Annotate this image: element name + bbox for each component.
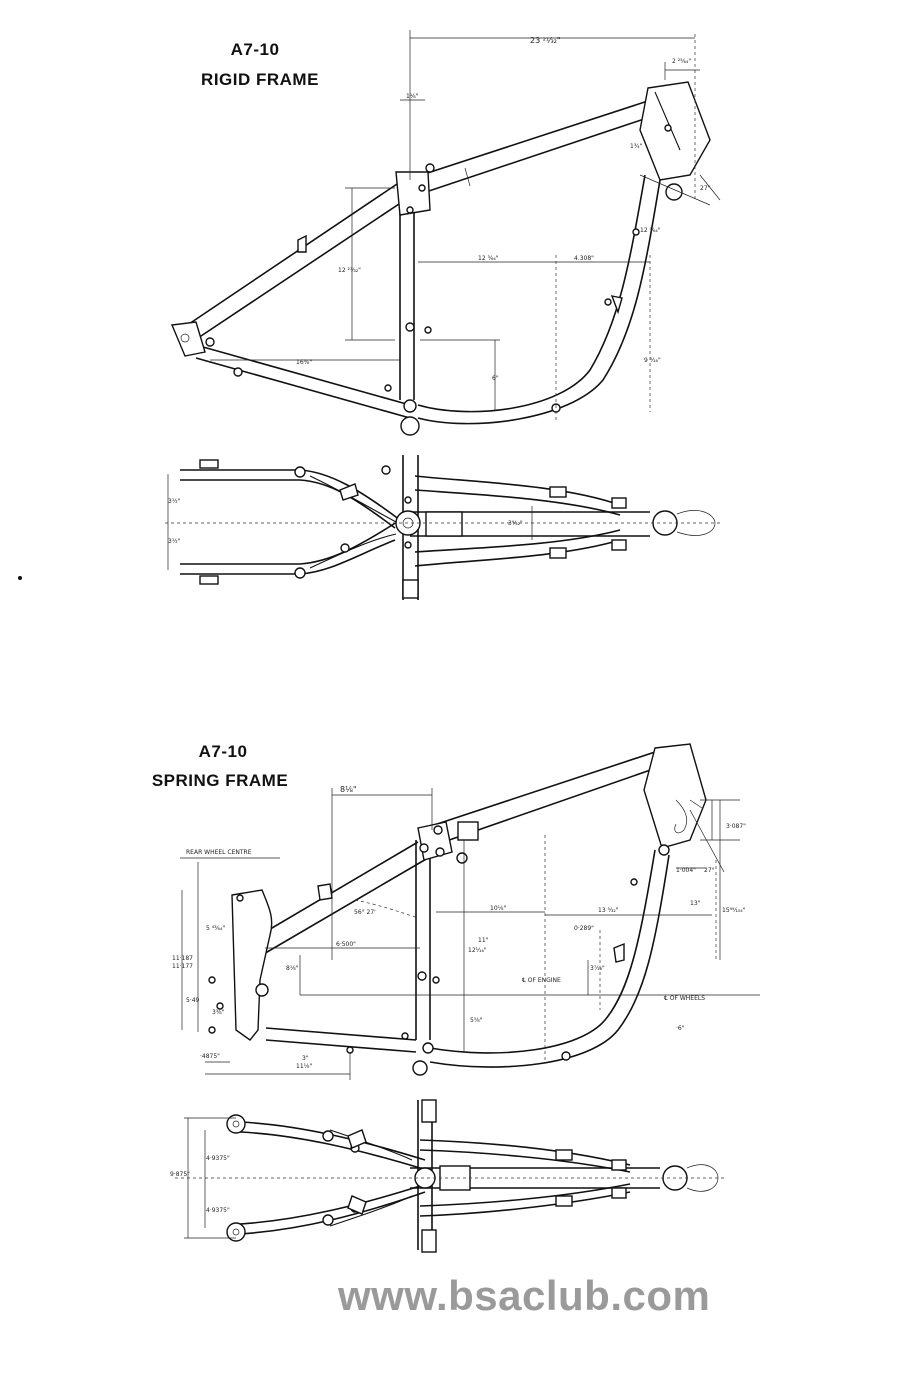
dim-rear-small: 5 ⁴³⁄₆₄" [206, 925, 225, 932]
spring-frame-title: SPRING FRAME [151, 771, 289, 790]
spring-bottom-bracket [412, 1060, 428, 1076]
dim-rear-offset: ·4875" [200, 1053, 220, 1060]
dim-rear-height-a: 11·187 [172, 955, 193, 962]
dim-front-low: ·6" [676, 1025, 685, 1032]
dim-seat-angle: 56° 27' [354, 909, 376, 916]
spring-plan-rear-end-lower [226, 1222, 246, 1242]
dim-top-length: 23 ²¹⁄₃₂" [530, 36, 561, 45]
dim-head-b: 1·004" [676, 867, 696, 874]
dim-bottom-small: 3" [302, 1055, 309, 1062]
dim-front-vertical: 9 ⁵⁄₁₆" [644, 357, 661, 364]
dim-top-horizontal: 10⅛" [490, 905, 506, 912]
dim-head-height: 15⁹⁹⁄₁₀₄" [722, 907, 746, 914]
dim-top-offset: 8⅛" [340, 785, 357, 794]
dim-plan-upper: 4·9375" [206, 1155, 230, 1162]
dim-rear-low: 5·49 [186, 997, 200, 1004]
dim-seat-vertical: 12 ²³⁄₃₂" [338, 267, 361, 274]
dim-engine-centre: ℄ OF ENGINE [522, 977, 561, 984]
dim-plan-total: 9·875" [170, 1171, 190, 1178]
dim-mid-a: 6·500" [336, 941, 356, 948]
dim-head-label: 13" [690, 900, 701, 907]
dim-front-a: 13 ⁵⁄₃₂" [598, 907, 619, 914]
dim-front-b: 0·289" [574, 925, 594, 932]
dim-rear-wheel-centre: REAR WHEEL CENTRE [186, 849, 252, 856]
dim-rear-small-b: 3³⁄₈" [212, 1009, 225, 1016]
dim-front-horizontal: 4.308" [574, 255, 594, 262]
watermark-url: www.bsaclub.com [338, 1272, 711, 1319]
dim-front-c: 3⁷⁄₁₆" [590, 965, 605, 972]
dim-wheels-centre: ℄ OF WHEELS [664, 995, 705, 1002]
dim-plan-width-lower: 3½" [168, 538, 181, 545]
dim-plan-lower: 4·9375" [206, 1207, 230, 1214]
dim-bottom-length: 11⅛" [296, 1063, 312, 1070]
dim-head-lug: 1³⁄₄" [630, 143, 643, 150]
dim-plan-width-upper: 3½" [168, 498, 181, 505]
rigid-frame-model-title: A7-10 [230, 40, 280, 59]
dim-rear-horizontal: 16³⁄₈" [296, 359, 312, 366]
stray-mark [18, 576, 22, 580]
dim-head-a: 3·087" [726, 823, 746, 830]
dim-seat-height-label: 11" [478, 937, 489, 944]
dim-plan-tube: 3⁹⁄₃₂" [508, 520, 523, 527]
dim-head-offset: 2 ²⁵⁄₆₄" [672, 58, 691, 65]
dim-mid-horizontal: 12 ³⁄₆₄" [478, 255, 499, 262]
rigid-bottom-bracket [400, 416, 420, 436]
dim-seat-lug: 1¹⁄₈" [406, 93, 419, 100]
spring-frame-model-title: A7-10 [198, 742, 248, 761]
spring-plan-rear-end-upper [226, 1114, 246, 1134]
rigid-frame-title: RIGID FRAME [201, 70, 319, 89]
dim-seat-low: 5⅝" [470, 1017, 483, 1024]
dim-head-angle: 27" [700, 185, 711, 192]
dim-head-angle: 27° [704, 867, 715, 874]
dim-mid-b: 8⅛" [286, 965, 299, 972]
rigid-frame-plan-view: 3½" 3½" 3⁹⁄₃₂" [165, 455, 720, 600]
dim-seat-height: 12¹⁄₁₆" [468, 947, 487, 954]
dim-rear-vertical: 6" [492, 375, 499, 382]
dim-head-height: 12 ⁵⁄₆₄" [640, 227, 661, 234]
rigid-frame-side-view: 23 ²¹⁄₃₂" 2 ²⁵⁄₆₄" 1¹⁄₈" 1³⁄₄" 27" 12 ⁵⁄… [170, 30, 721, 436]
dim-rear-height-b: 11·177 [172, 963, 193, 970]
spring-frame-side-view: REAR WHEEL CENTRE 8⅛" 5 ⁴³⁄₆₄" 11·187 11… [172, 743, 760, 1080]
spring-frame-plan-view: 9·875" 4·9375" 4·9375" [170, 1099, 725, 1253]
